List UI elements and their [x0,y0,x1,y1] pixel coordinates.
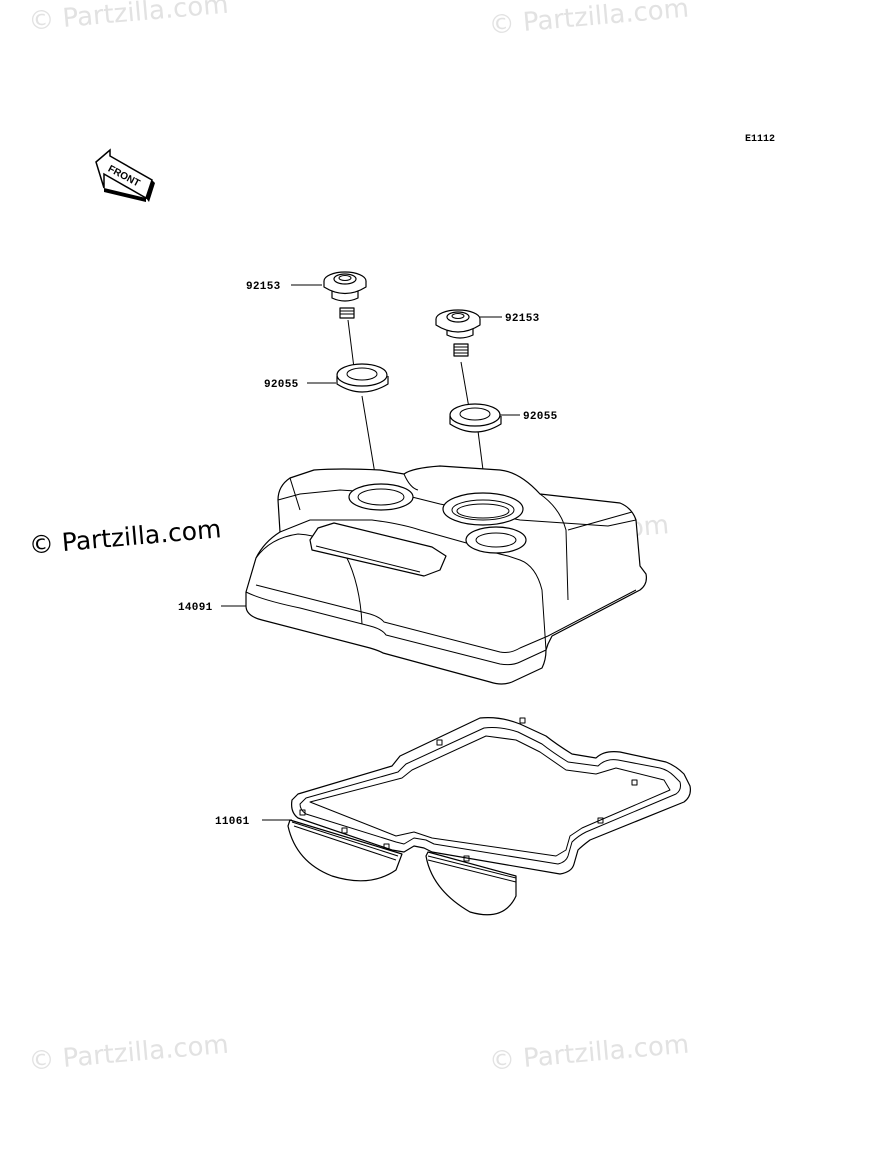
svg-text:© Partzilla.com: © Partzilla.com [488,0,690,41]
svg-text:© Partzilla.com: © Partzilla.com [488,1030,690,1077]
part-number-11061: 11061 [215,816,250,828]
svg-text:© Partzilla.com: © Partzilla.com [27,0,229,37]
watermark-bottom-left: © Partzilla.com [27,1030,229,1077]
part-number-92153-right: 92153 [505,313,540,325]
watermark-top-left: © Partzilla.com [27,0,229,37]
watermark-bottom-right: © Partzilla.com [488,1030,690,1077]
gasket [287,717,691,916]
bolt-right [435,309,481,357]
cylinder-head-cover [245,465,647,685]
watermark-top-right: © Partzilla.com [488,0,690,41]
svg-text:© Partzilla.com: © Partzilla.com [28,514,223,560]
leader-lines [221,284,520,821]
diagram-code: E1112 [745,134,775,145]
part-number-92055-left: 92055 [264,379,299,391]
seal-right [449,403,502,433]
bolt-left [323,271,367,319]
part-number-92153-left: 92153 [246,281,281,293]
part-number-14091: 14091 [178,602,213,614]
seal-left [336,363,389,393]
part-number-92055-right: 92055 [523,411,558,423]
watermark-main: © Partzilla.com [28,514,223,560]
front-arrow-icon: FRONT [95,148,155,202]
svg-text:© Partzilla.com: © Partzilla.com [27,1030,229,1077]
